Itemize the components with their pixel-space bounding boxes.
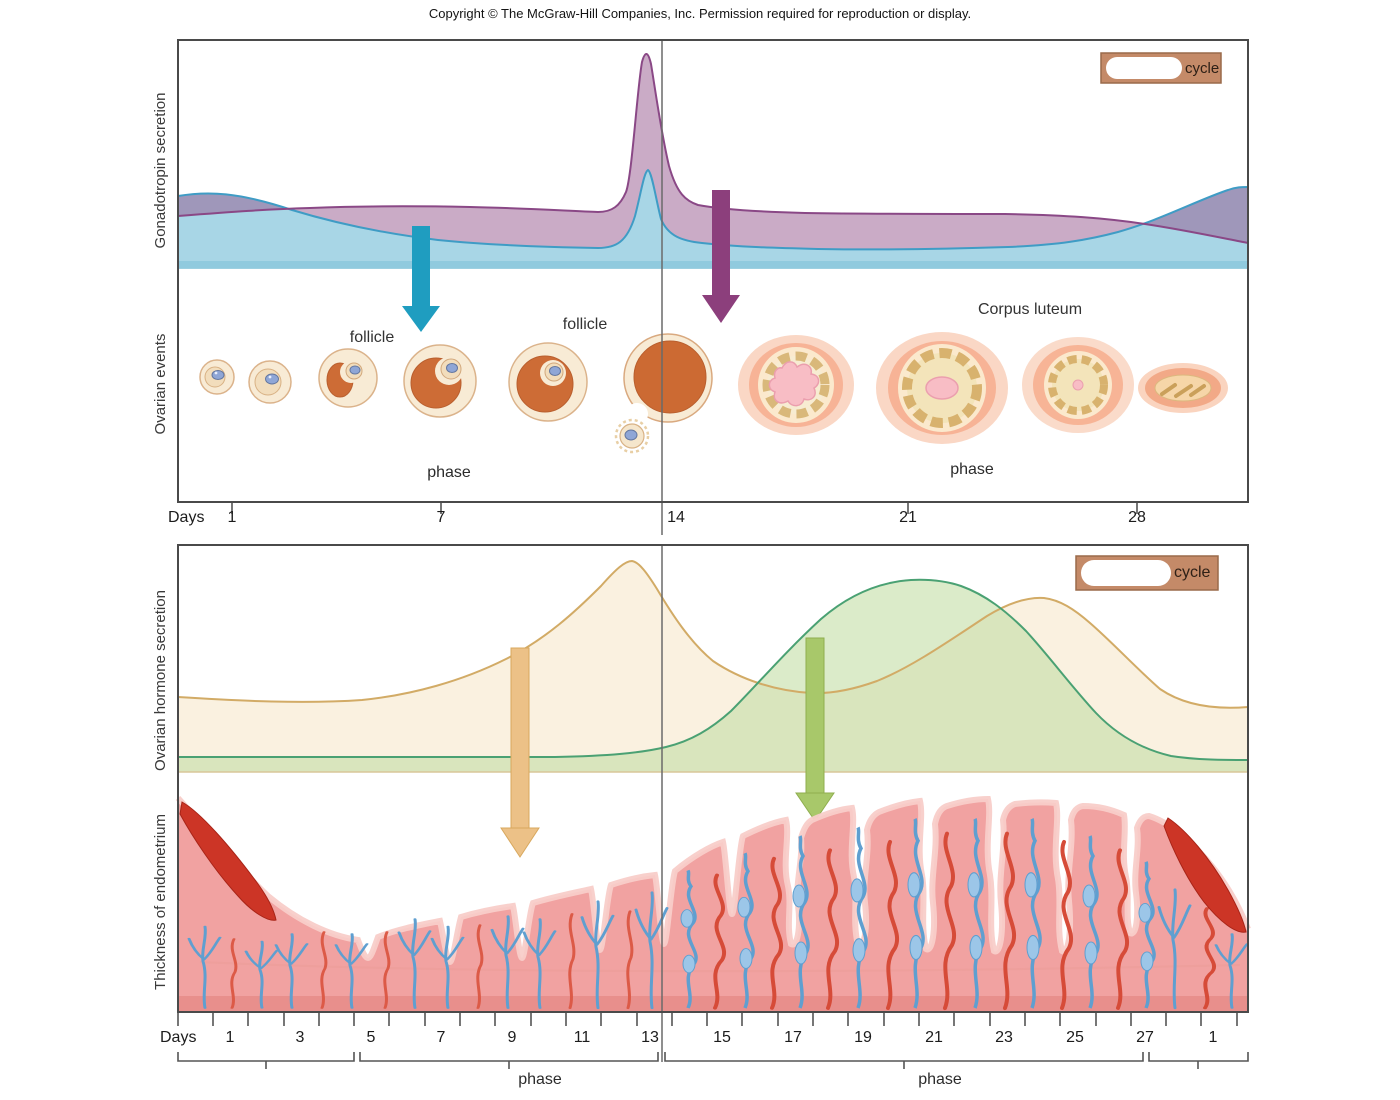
day-tick-bottom: 11 — [573, 1029, 591, 1046]
progesterone-down-arrow — [795, 637, 835, 822]
day-tick-bottom: 1 — [225, 1029, 235, 1046]
days-label-bottom: Days — [160, 1029, 197, 1046]
day-tick-bottom: 27 — [1136, 1029, 1154, 1046]
day-tick-bottom: 1 — [1208, 1029, 1218, 1046]
endometrium — [175, 795, 1251, 1012]
day-tick-bottom: 23 — [995, 1029, 1013, 1046]
day-tick-top: 7 — [436, 509, 446, 526]
follicle-label-1: follicle — [349, 329, 395, 346]
fsh-curve — [177, 168, 1249, 251]
cycle-box-top — [1100, 52, 1222, 84]
tissue-texture-line — [199, 961, 1241, 973]
days-label-top: Days — [168, 509, 205, 526]
bottom-chart-border — [177, 544, 1249, 1013]
cycle-label-top: cycle — [1185, 60, 1220, 77]
phase-bracket-proliferative — [359, 1052, 659, 1069]
phase-label-luteal: phase — [950, 461, 994, 478]
corpus-luteum-peak — [876, 332, 1008, 444]
y-axis-label-ovarian-events: Ovarian events — [152, 333, 169, 435]
corpus-albicans — [1138, 363, 1228, 413]
erased-label-blank — [1106, 57, 1182, 79]
day-tick-bottom: 21 — [925, 1029, 943, 1046]
day-tick-bottom: 25 — [1066, 1029, 1084, 1046]
blue-down-arrow — [402, 226, 440, 332]
cycle-label-bottom: cycle — [1174, 564, 1211, 581]
follicle-stage-3 — [318, 348, 378, 408]
released-ovum — [614, 418, 650, 454]
phase-bracket-secretory — [664, 1052, 1144, 1069]
hormone-chart — [177, 559, 1249, 858]
fsh-area — [178, 170, 1248, 268]
follicle-stage-4 — [403, 344, 477, 418]
corpus-luteum-label: Corpus luteum — [977, 301, 1083, 318]
ovarian-events — [199, 332, 1228, 454]
day-tick-top: 28 — [1128, 509, 1146, 526]
progesterone-area — [178, 579, 1248, 772]
copyright-line: Copyright © The McGraw-Hill Companies, I… — [428, 6, 972, 21]
follicle-stage-2 — [248, 360, 292, 404]
day-tick-top: 14 — [667, 509, 685, 526]
shedding-streak-left — [179, 801, 277, 921]
day-tick-bottom: 19 — [854, 1029, 872, 1046]
purple-down-arrow — [702, 190, 740, 323]
day-tick-top: 1 — [227, 509, 237, 526]
y-axis-label-gonadotropin: Gonadotropin secretion — [152, 92, 169, 249]
phase-bracket-menses — [177, 1052, 355, 1069]
follicle-label-2: follicle — [562, 316, 608, 333]
erased-label-blank — [1081, 560, 1171, 586]
follicle-stage-6-ovulation — [614, 333, 713, 454]
estrogen-down-arrow — [500, 647, 540, 858]
cycle-box-bottom — [1075, 555, 1219, 591]
endometrium-base-strip — [178, 996, 1248, 1012]
phase-bracket-next-menses — [1148, 1052, 1249, 1069]
follicle-stage-1 — [199, 359, 235, 395]
shedding-streak-right — [1163, 817, 1247, 933]
day-tick-bottom: 3 — [295, 1029, 305, 1046]
day-tick-bottom: 7 — [436, 1029, 446, 1046]
day-tick-bottom: 15 — [713, 1029, 731, 1046]
phase-label-secretory: phase — [918, 1071, 962, 1088]
phase-label-follicular: phase — [427, 464, 471, 481]
day-tick-bottom: 17 — [784, 1029, 802, 1046]
corpus-luteum-early — [738, 335, 854, 435]
estrogen-curve — [177, 559, 1249, 709]
progesterone-curve — [178, 578, 1249, 761]
phase-label-proliferative: phase — [518, 1071, 562, 1088]
day-tick-bottom: 9 — [507, 1029, 517, 1046]
corpus-luteum-regressing — [1022, 337, 1134, 433]
y-axis-label-hormone: Ovarian hormone secretion — [152, 590, 169, 771]
day-tick-bottom: 5 — [366, 1029, 376, 1046]
gonadotropin-chart — [177, 53, 1249, 332]
y-axis-label-endometrium: Thickness of endometrium — [152, 814, 169, 990]
follicle-stage-5 — [508, 342, 588, 422]
day-tick-bottom: 13 — [641, 1029, 659, 1046]
axes-and-borders — [177, 502, 1249, 1069]
lh-curve — [177, 53, 1249, 244]
top-chart-border — [177, 39, 1249, 503]
day-tick-top: 21 — [899, 509, 917, 526]
